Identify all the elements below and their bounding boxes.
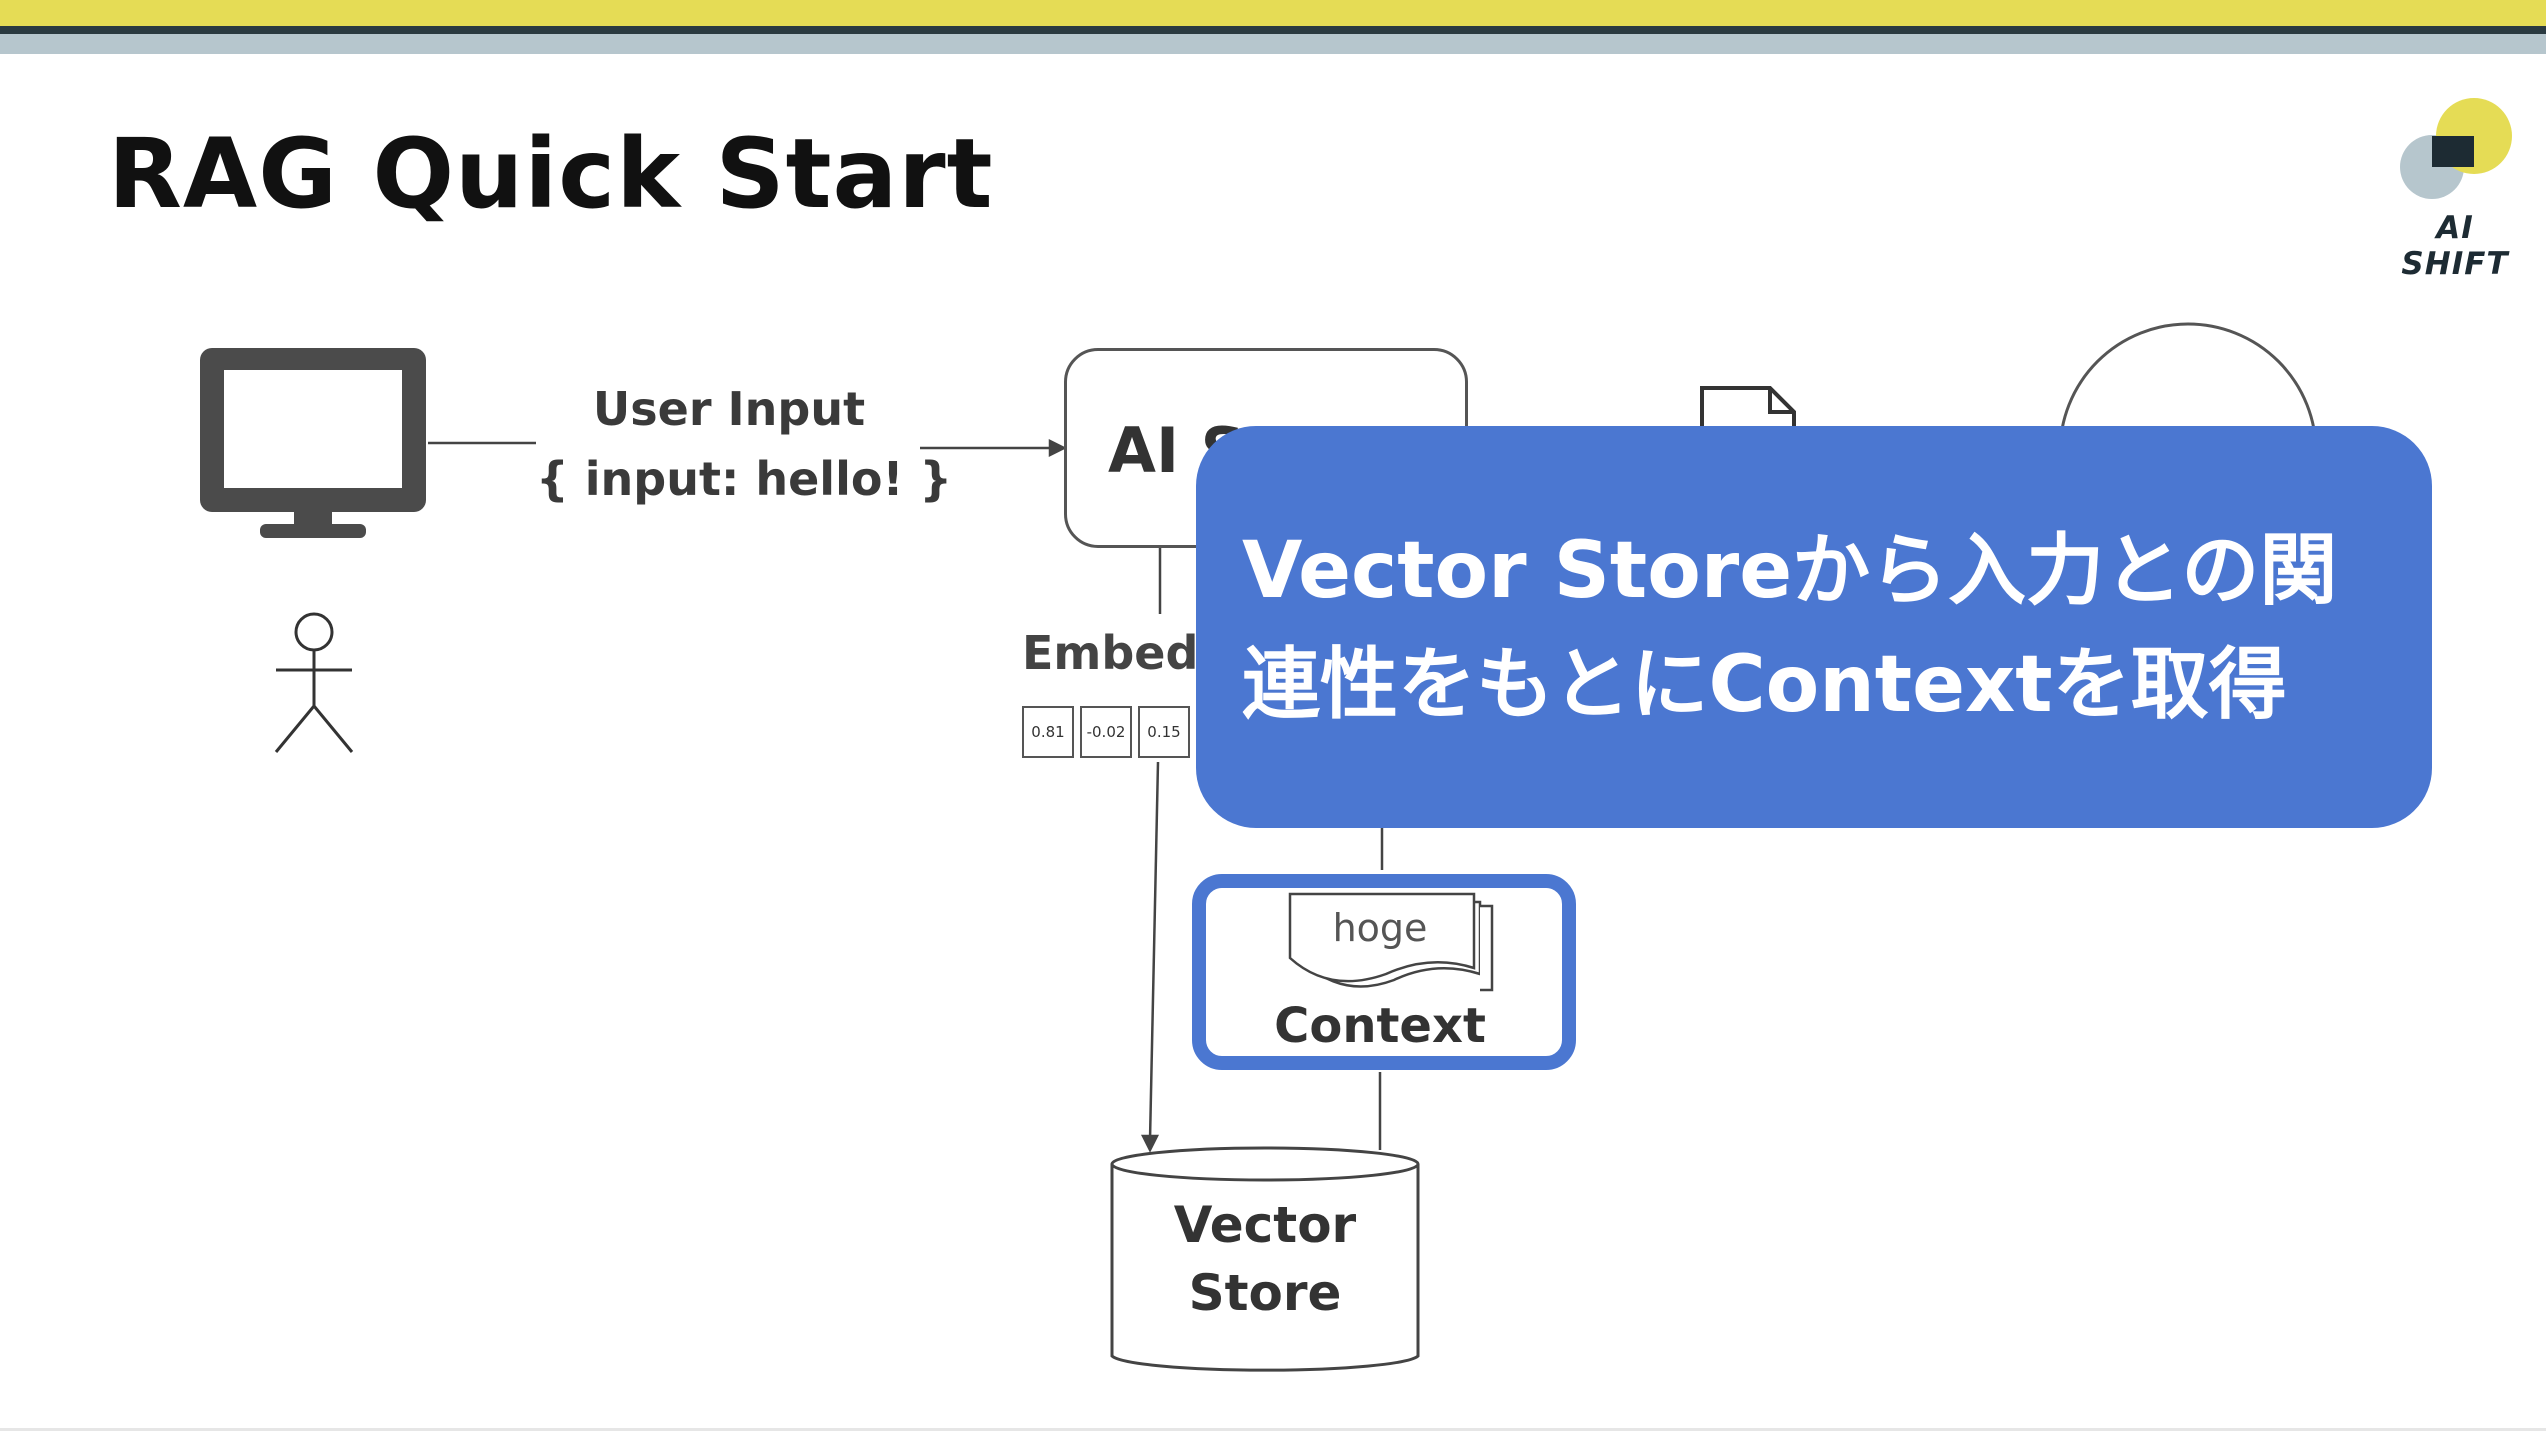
vector-store-label-line1: Vector xyxy=(1173,1196,1357,1254)
callout-line-2: 連性をもとにContextを取得 xyxy=(1242,640,2287,730)
header-bar-grey xyxy=(0,34,2546,54)
header-bar-dark xyxy=(0,26,2546,34)
vector-store-label-line2: Store xyxy=(1188,1264,1342,1322)
slide-title: RAG Quick Start xyxy=(108,118,994,230)
connector-lines xyxy=(428,438,1384,1153)
embedding-value-cell: 0.15 xyxy=(1138,706,1190,758)
context-label: Context xyxy=(1274,998,1486,1054)
logo-text: AI SHIFT xyxy=(2401,210,2509,282)
context-highlight-frame xyxy=(1192,874,1576,1070)
embedding-value-cell: 0.81 xyxy=(1022,706,1074,758)
header-bar-yellow xyxy=(0,0,2546,26)
ai-shift-logo: AI SHIFT xyxy=(2380,92,2530,282)
user-input-body: { input: hello! } xyxy=(536,452,953,506)
user-input-title: User Input xyxy=(592,382,866,436)
callout-line-1: Vector Storeから入力との関 xyxy=(1242,526,2338,616)
context-document-icon xyxy=(1288,892,1494,992)
embedding-value-cell: -0.02 xyxy=(1080,706,1132,758)
explanation-callout: Vector Storeから入力との関 連性をもとにContextを取得 xyxy=(1196,426,2432,828)
user-person-icon xyxy=(274,612,354,753)
logo-mark-icon xyxy=(2400,98,2512,199)
vector-store-cylinder-icon xyxy=(1110,1146,1420,1372)
context-document-label: hoge xyxy=(1332,906,1428,950)
monitor-icon xyxy=(200,348,426,538)
footer-divider xyxy=(0,1428,2546,1431)
